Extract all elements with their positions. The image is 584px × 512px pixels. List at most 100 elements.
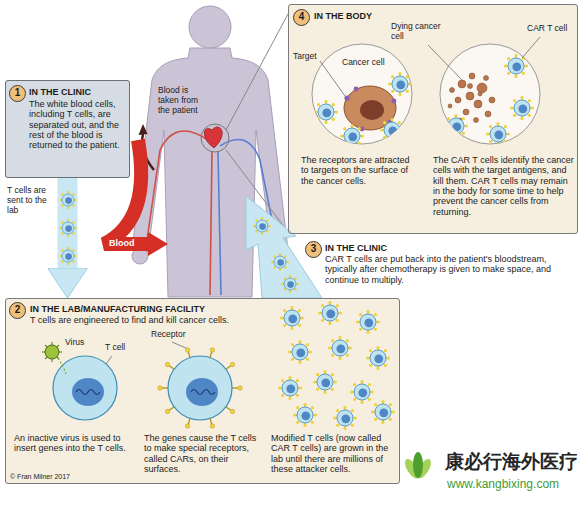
blood-vessel xyxy=(210,152,212,295)
dying-cancer-cell xyxy=(455,97,461,103)
leader-line xyxy=(428,45,462,80)
box-fill xyxy=(288,4,578,234)
text-slot: Virus xyxy=(64,338,85,348)
t-cell xyxy=(59,247,77,265)
dying-cancer-cell xyxy=(477,83,487,93)
blood-draw-arrow xyxy=(139,124,148,135)
dying-cancer-cell xyxy=(450,88,455,93)
t-cell xyxy=(59,191,77,265)
step-text-block: 3IN THE CLINICCAR T cells are put back i… xyxy=(303,239,580,292)
car-t-cell xyxy=(288,340,312,364)
text-slot: T cell xyxy=(104,343,126,353)
dying-cancer-cell xyxy=(478,92,482,96)
dying-cancer-cell xyxy=(466,92,474,100)
step-description: CAR T cells are put back into the patien… xyxy=(325,254,577,285)
car-t-cell xyxy=(293,403,317,427)
step-heading: IN THE LAB/MANUFACTURING FACILITY xyxy=(30,304,290,314)
target-antigen xyxy=(344,95,349,100)
cancer-cell xyxy=(314,72,412,148)
leader-line xyxy=(172,342,186,348)
car-t-cell xyxy=(388,72,412,96)
text-slot: IN THE CLINIC xyxy=(29,87,127,97)
car-t-cell xyxy=(333,406,357,430)
text-slot: CAR T cells are put back into the patien… xyxy=(325,254,577,285)
car-t-cell xyxy=(444,54,534,146)
t-cell xyxy=(59,219,77,237)
watermark-logo xyxy=(413,452,423,478)
car-t-cell xyxy=(380,118,404,142)
text-slot: An inactive virus is used to insert gene… xyxy=(14,433,132,454)
part-label: Dying cancer cell xyxy=(390,22,446,42)
part-label: Cancer cell xyxy=(341,58,386,68)
detail-circle xyxy=(312,44,412,144)
car-t-cell xyxy=(366,346,390,370)
car-t-cell xyxy=(253,217,299,293)
detail-circle xyxy=(440,44,540,144)
transfer-arrow xyxy=(246,196,322,298)
part-label: T cell xyxy=(104,343,126,353)
receptor xyxy=(162,387,168,388)
t-cell xyxy=(53,356,117,420)
text-slot: 3 xyxy=(305,241,322,258)
car-t-cell xyxy=(280,306,304,330)
stage-caption: The CAR T cells identify the cancer cell… xyxy=(433,155,575,217)
callout-number: 1 xyxy=(9,85,26,102)
step-description: The white blood cells, including T cells… xyxy=(29,99,127,151)
car-t-cell xyxy=(318,301,342,325)
stage-caption: The receptors are attracted to targets o… xyxy=(301,155,419,186)
text-slot: IN THE LAB/MANUFACTURING FACILITY xyxy=(30,304,290,314)
step-box: 2IN THE LAB/MANUFACTURING FACILITYT cell… xyxy=(5,298,400,484)
car-t-cell xyxy=(371,400,395,424)
receptor xyxy=(238,386,242,390)
receptor xyxy=(226,407,231,411)
t-cell xyxy=(168,356,232,420)
stage-caption: An inactive virus is used to insert gene… xyxy=(14,433,132,454)
dna xyxy=(191,390,215,395)
receptor xyxy=(210,352,212,358)
receptor xyxy=(226,366,231,370)
target-antigen xyxy=(354,87,359,92)
callout-number: 2 xyxy=(9,302,26,319)
text-slot: IN THE CLINIC xyxy=(325,243,525,253)
virus xyxy=(58,358,66,374)
text-slot: Blood is taken from the patient xyxy=(157,86,211,115)
text-slot: 2 xyxy=(9,302,26,319)
leader-line xyxy=(522,37,540,58)
receptor xyxy=(230,362,234,366)
car-t-cell xyxy=(504,54,528,78)
return-blood-arrow xyxy=(104,140,150,244)
t-cell xyxy=(72,378,104,406)
dying-cancer-cell xyxy=(468,84,473,89)
text-slot: T cells are sent to the lab xyxy=(6,186,54,215)
stage-caption: Modified T cells (now called CAR T cells… xyxy=(271,433,395,474)
text-slot: © Fran Milner 2017 xyxy=(9,473,71,481)
stage-caption: The genes cause the T cells to make spec… xyxy=(144,433,264,474)
step-box: 1IN THE CLINIC The white blood cells, inc… xyxy=(5,80,130,178)
car-t-cell xyxy=(350,380,374,404)
t-cell xyxy=(59,191,77,209)
car-t-cell xyxy=(486,122,510,146)
virus xyxy=(45,345,59,359)
dying-cancer-cell xyxy=(489,97,495,103)
transfer-arrow xyxy=(246,196,322,298)
car-t-cell xyxy=(328,336,352,360)
car-t-cell xyxy=(278,376,302,400)
text-slot: The white blood cells, including T cells… xyxy=(29,99,127,151)
car-t-cell xyxy=(271,253,289,271)
car-t-cell xyxy=(314,100,338,124)
return-blood-arrow xyxy=(148,232,168,256)
car-t-cell xyxy=(281,275,299,293)
receptor xyxy=(188,352,190,358)
blood-vessel xyxy=(147,131,208,240)
receptor xyxy=(185,348,189,352)
dying-cancer-cell xyxy=(474,118,479,123)
step-box: 4IN THE BODYThe receptors are attracted … xyxy=(288,4,578,234)
step-heading: IN THE CLINIC xyxy=(325,243,525,253)
dying-cancer-cell xyxy=(448,104,452,108)
arrow-label: Blood xyxy=(108,238,136,248)
text-slot: T cells are engineered to find and kill … xyxy=(30,315,270,325)
callout-number: 4 xyxy=(293,9,310,26)
car-t-cell xyxy=(510,96,534,120)
t-cell xyxy=(53,356,117,420)
